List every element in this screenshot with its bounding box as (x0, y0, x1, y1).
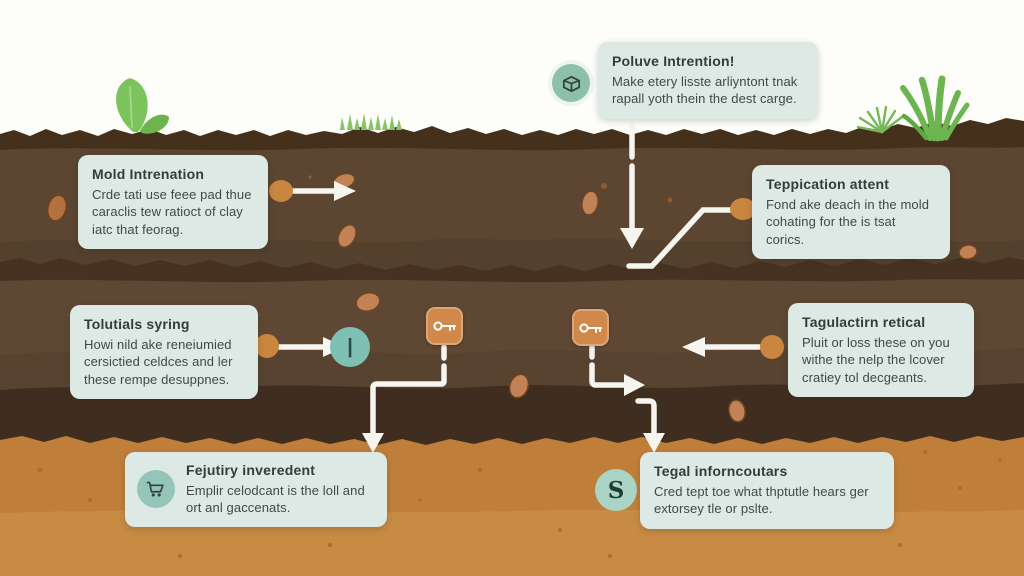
key-badge-right (572, 309, 609, 346)
callout-title: Tolutials syring (84, 316, 190, 332)
callout-subsoil-left: Tolutials syring Howi nild ake reneiumie… (70, 305, 258, 400)
callout-title: Tegal inforncoutars (654, 463, 788, 479)
marker-circle: | (330, 327, 370, 367)
pebbles (46, 172, 978, 423)
callout-title: Teppication attent (766, 176, 890, 192)
arrowheads (323, 181, 705, 453)
grass-tuft-small (856, 105, 904, 134)
callout-bottom-right: Tegal inforncoutars Cred tept toe what t… (640, 452, 894, 529)
callout-body: Make etery lisste arliyntont tnak rapall… (612, 74, 798, 107)
dollar-icon: S (595, 469, 637, 511)
dollar-glyph: S (607, 476, 625, 504)
callout-title: Tagulactirn retical (802, 314, 926, 330)
callout-subsoil-right: Tagulactirn retical Pluit or loss these … (788, 303, 974, 398)
package-icon (552, 64, 590, 102)
key-badge-left (426, 307, 463, 345)
callout-top-note: Poluve Intrention! Make etery lisste arl… (598, 42, 818, 119)
grass-strip (340, 113, 402, 130)
key-icon (578, 322, 602, 333)
callout-topsoil-right: Teppication attent Fond ake deach in the… (752, 165, 950, 260)
callout-body: Howi nild ake reneiumied cersictied celd… (84, 337, 233, 387)
connector-arrows (276, 121, 762, 437)
callout-title: Fejutiry inveredent (186, 462, 316, 478)
callout-title: Poluve Intrention! (612, 53, 735, 69)
callout-body: Emplir celodcant is the loll and ort anl… (186, 483, 365, 516)
callout-body: Cred tept toe what thptutle hears ger ex… (654, 484, 869, 517)
callout-body: Pluit or loss these on you withe the nel… (802, 335, 950, 385)
callout-body: Crde tati use feee pad thue caraclis tew… (92, 187, 252, 237)
key-icon (432, 321, 456, 331)
pipe-glyph: | (347, 335, 353, 358)
callout-topsoil-left: Mold Intrenation Crde tati use feee pad … (78, 155, 268, 250)
seedling-plant (116, 78, 169, 134)
tall-grass (900, 75, 970, 142)
callout-bottom-left: Fejutiry inveredent Emplir celodcant is … (125, 452, 387, 527)
callout-body: Fond ake deach in the mold cohating for … (766, 197, 930, 247)
callout-title: Mold Intrenation (92, 166, 205, 182)
cart-icon (137, 470, 175, 509)
connector-dots (255, 180, 784, 359)
